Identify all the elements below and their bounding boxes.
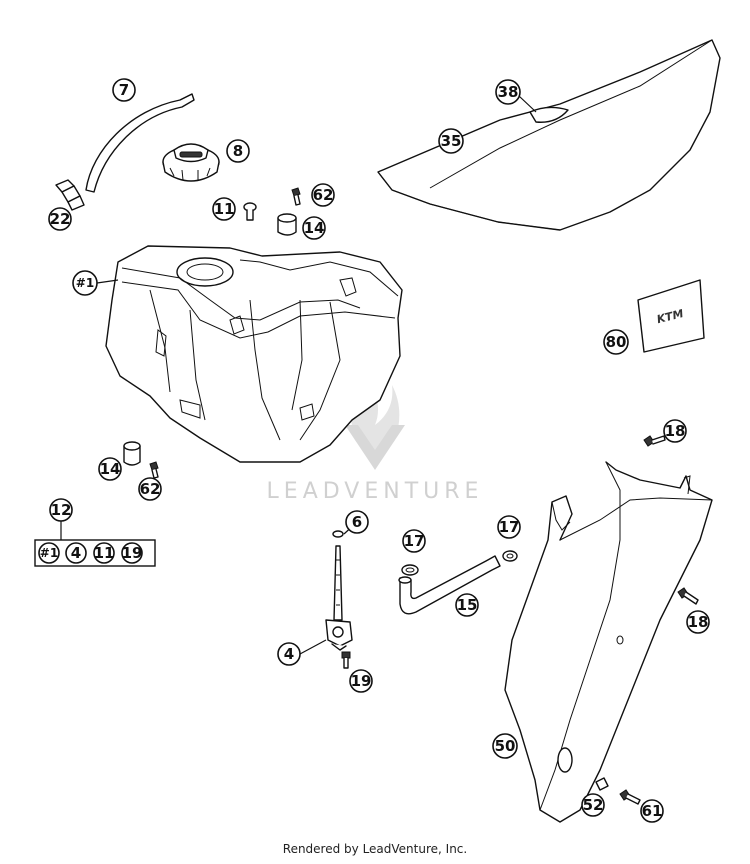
rubber-bushing-lower [123,441,141,466]
callout-62-top[interactable]: 62 [311,183,335,207]
fuel-tank [105,245,403,463]
svg-text:11: 11 [94,544,115,562]
fuel-tap [325,530,353,651]
tank-screw [243,202,257,221]
svg-text:14: 14 [304,219,325,237]
svg-text:52: 52 [583,796,604,814]
svg-text:50: 50 [495,737,516,755]
svg-text:38: 38 [498,83,519,101]
svg-text:22: 22 [50,210,71,228]
callout-15[interactable]: 15 [455,593,479,617]
svg-text:#1: #1 [40,546,58,560]
callout-8[interactable]: 8 [226,139,250,163]
badge-text: KTM [655,307,684,326]
svg-text:15: 15 [457,596,478,614]
callout-35[interactable]: 35 [438,128,464,154]
kit-item-11: 11 [93,542,115,564]
callout-38[interactable]: 38 [495,79,521,105]
fuel-breather-hose [85,93,195,193]
svg-text:7: 7 [119,81,129,99]
svg-text:17: 17 [404,532,425,550]
kit-item-1: #1 [38,542,60,564]
svg-text:11: 11 [214,200,235,218]
hose-clamp-left [401,564,419,576]
callout-17-left[interactable]: 17 [402,529,426,553]
radiator-spoiler [504,461,713,823]
svg-text:6: 6 [352,513,362,531]
callout-17-right[interactable]: 17 [497,515,521,539]
breather-valve [55,179,85,211]
spoiler-bolt-bottom [619,789,641,805]
fuel-cap [162,143,220,182]
svg-text:18: 18 [665,422,686,440]
seat [377,39,721,231]
svg-text:61: 61 [642,802,663,820]
svg-text:17: 17 [499,518,520,536]
svg-text:62: 62 [140,480,161,498]
callout-19[interactable]: 19 [349,669,373,693]
callout-6[interactable]: 6 [345,510,369,534]
svg-text:19: 19 [351,672,372,690]
svg-text:4: 4 [71,544,81,562]
callout-12[interactable]: 12 [49,498,73,522]
callout-61[interactable]: 61 [640,799,664,823]
callout-7[interactable]: 7 [112,78,136,102]
svg-text:12: 12 [51,501,72,519]
fuel-hose [398,555,501,615]
callout-1[interactable]: #1 [72,270,98,296]
tank-kit-box: #1 4 11 19 [34,539,156,567]
spoiler-bolt-top [643,435,666,447]
callout-62-lower[interactable]: 62 [138,477,162,501]
render-credit: Rendered by LeadVenture, Inc. [282,842,468,856]
svg-text:35: 35 [441,132,462,150]
svg-text:80: 80 [606,333,627,351]
spoiler-washer [595,777,609,791]
callout-11-top[interactable]: 11 [212,197,236,221]
callout-4[interactable]: 4 [277,642,301,666]
callout-52[interactable]: 52 [581,793,605,817]
callout-22[interactable]: 22 [48,207,72,231]
svg-text:18: 18 [688,613,709,631]
svg-text:8: 8 [233,142,243,160]
callout-80[interactable]: 80 [603,329,629,355]
kit-item-4: 4 [65,542,87,564]
svg-text:#1: #1 [76,276,94,290]
callout-18-top[interactable]: 18 [663,419,687,443]
tank-bolt-top [291,187,301,206]
svg-text:19: 19 [122,544,143,562]
spoiler-bolt-side [677,587,699,605]
callout-14-lower[interactable]: 14 [98,457,122,481]
svg-text:4: 4 [284,645,294,663]
svg-text:14: 14 [100,460,121,478]
kit-item-19: 19 [121,542,143,564]
callout-14-top[interactable]: 14 [302,216,326,240]
tank-bolt-lower [149,461,159,479]
hose-clamp-right [502,550,518,562]
rubber-bushing-top [277,213,297,236]
svg-text:62: 62 [313,186,334,204]
callout-18-side[interactable]: 18 [686,610,710,634]
fuel-tap-screw [341,651,351,669]
ktm-badge: KTM [637,279,705,353]
callout-50[interactable]: 50 [492,733,518,759]
watermark-text: LEADVENTURE [267,479,484,504]
